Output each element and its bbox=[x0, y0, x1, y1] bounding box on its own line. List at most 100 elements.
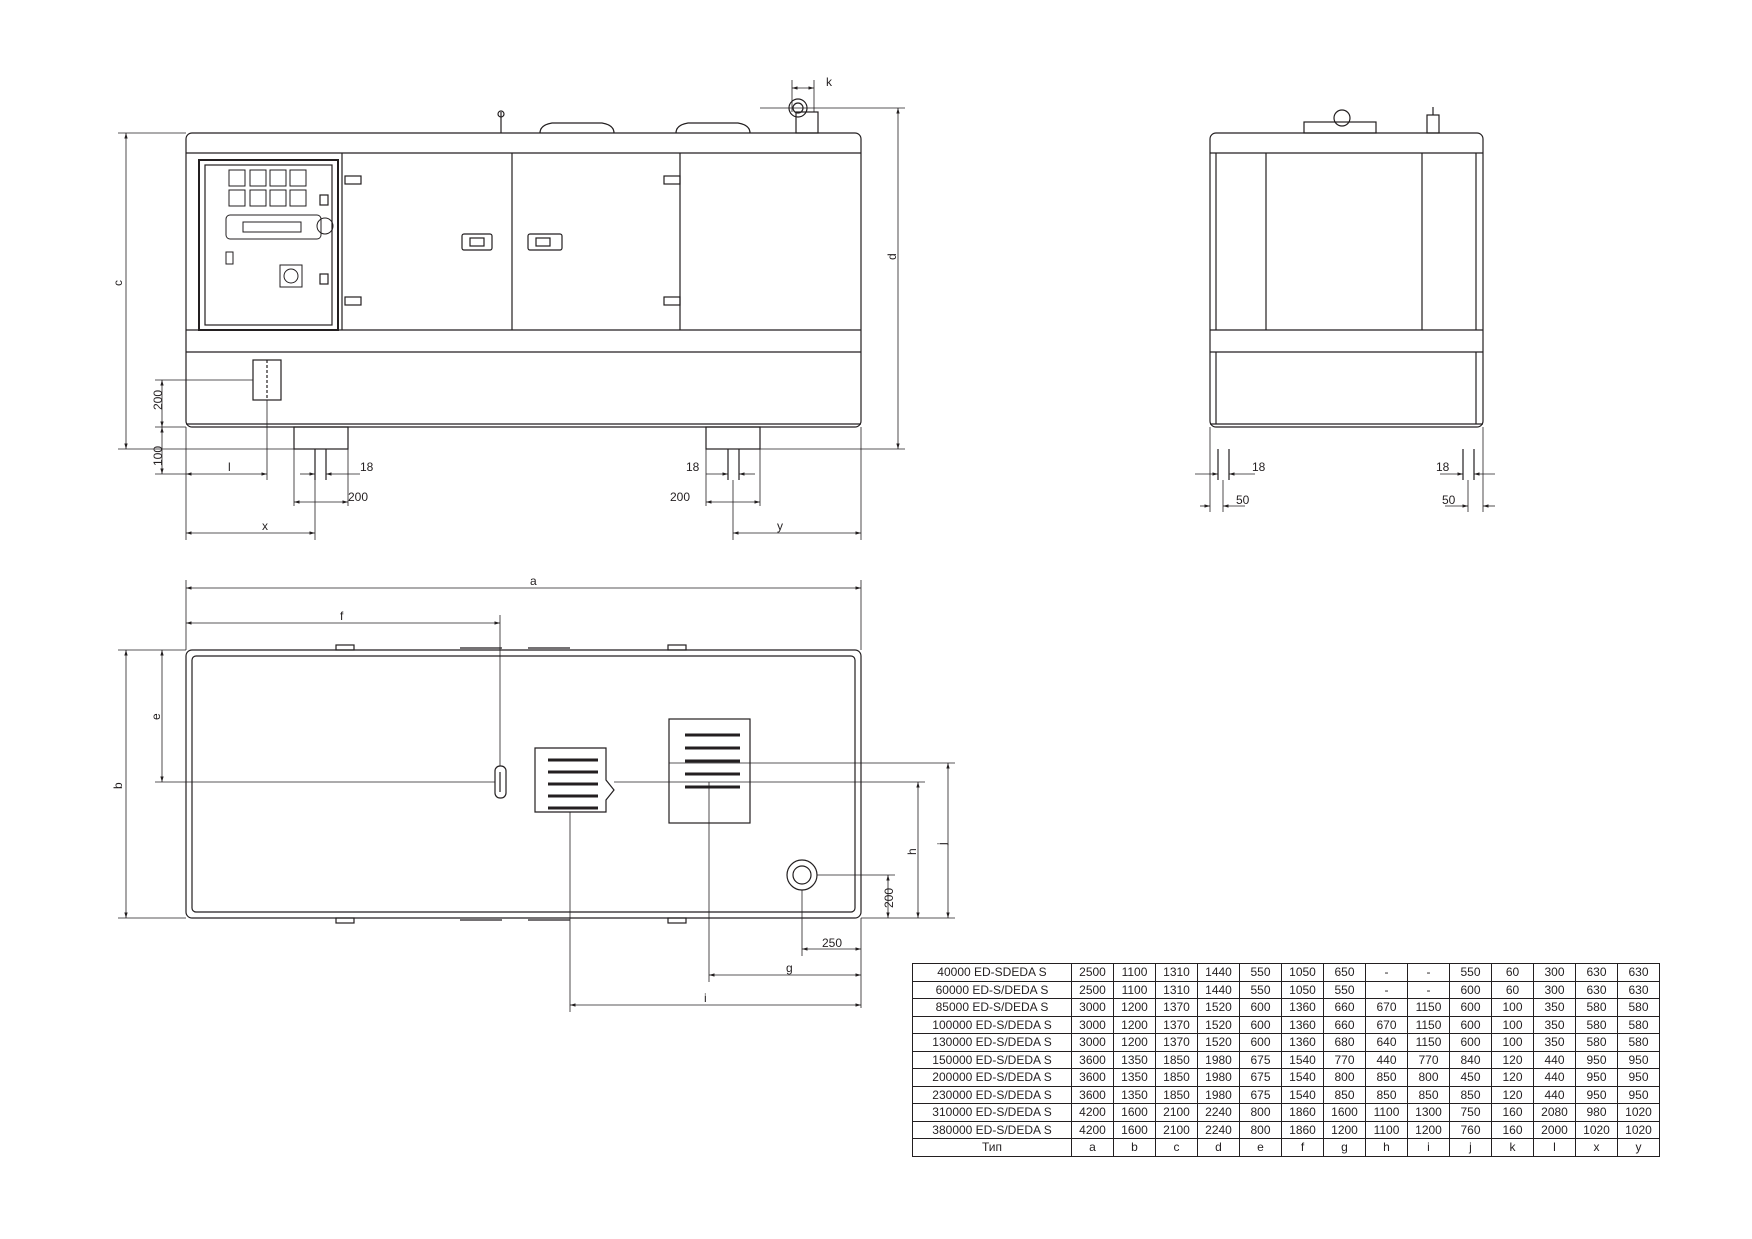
value-cell: 1980 bbox=[1197, 1050, 1240, 1069]
value-cell: 580 bbox=[1617, 998, 1660, 1017]
model-cell: 380000 ED-S/DEDA S bbox=[912, 1120, 1072, 1139]
value-cell: 1860 bbox=[1281, 1103, 1324, 1122]
value-cell: 100 bbox=[1491, 1015, 1534, 1034]
label-j: j bbox=[935, 842, 949, 846]
value-cell: 675 bbox=[1239, 1050, 1282, 1069]
value-cell: 1200 bbox=[1323, 1120, 1366, 1139]
value-cell: 980 bbox=[1575, 1103, 1618, 1122]
value-cell: 2240 bbox=[1197, 1120, 1240, 1139]
value-cell: 770 bbox=[1407, 1050, 1450, 1069]
header-column-cell: i bbox=[1407, 1138, 1450, 1157]
label-g: g bbox=[786, 961, 793, 975]
header-column-cell: d bbox=[1197, 1138, 1240, 1157]
header-column-cell: f bbox=[1281, 1138, 1324, 1157]
value-cell: 580 bbox=[1575, 998, 1618, 1017]
value-cell: 1100 bbox=[1365, 1120, 1408, 1139]
header-column-cell: j bbox=[1449, 1138, 1492, 1157]
top-dimensions bbox=[118, 580, 955, 1012]
value-cell: 630 bbox=[1617, 980, 1660, 999]
header-column-cell: b bbox=[1113, 1138, 1156, 1157]
value-cell: 950 bbox=[1575, 1050, 1618, 1069]
side-view bbox=[1209, 107, 1484, 480]
value-cell: 440 bbox=[1533, 1068, 1576, 1087]
model-cell: 200000 ED-S/DEDA S bbox=[912, 1068, 1072, 1087]
value-cell: 950 bbox=[1617, 1050, 1660, 1069]
value-cell: 550 bbox=[1323, 980, 1366, 999]
value-cell: 120 bbox=[1491, 1068, 1534, 1087]
label-200-front-left: 200 bbox=[348, 490, 368, 504]
value-cell: 1520 bbox=[1197, 1033, 1240, 1052]
label-200-front: 200 bbox=[151, 390, 165, 410]
value-cell: 750 bbox=[1449, 1103, 1492, 1122]
header-column-cell: a bbox=[1071, 1138, 1114, 1157]
value-cell: 580 bbox=[1575, 1015, 1618, 1034]
value-cell: 850 bbox=[1365, 1068, 1408, 1087]
label-50-side-right: 50 bbox=[1442, 493, 1456, 507]
value-cell: 60 bbox=[1491, 963, 1534, 982]
value-cell: 1310 bbox=[1155, 963, 1198, 982]
value-cell: 1350 bbox=[1113, 1068, 1156, 1087]
value-cell: 1980 bbox=[1197, 1085, 1240, 1104]
value-cell: 1980 bbox=[1197, 1068, 1240, 1087]
value-cell: 950 bbox=[1617, 1068, 1660, 1087]
value-cell: 120 bbox=[1491, 1050, 1534, 1069]
value-cell: 3600 bbox=[1071, 1068, 1114, 1087]
front-view bbox=[185, 98, 862, 480]
value-cell: 1310 bbox=[1155, 980, 1198, 999]
value-cell: 1150 bbox=[1407, 1015, 1450, 1034]
value-cell: 670 bbox=[1365, 998, 1408, 1017]
header-column-cell: e bbox=[1239, 1138, 1282, 1157]
side-dimensions bbox=[1195, 427, 1495, 512]
label-a: a bbox=[530, 574, 537, 588]
value-cell: 1540 bbox=[1281, 1050, 1324, 1069]
value-cell: 640 bbox=[1365, 1033, 1408, 1052]
value-cell: 1200 bbox=[1113, 998, 1156, 1017]
label-c: c bbox=[111, 280, 125, 286]
front-dimension-labels: c d k 200 100 l 18 200 x 18 200 y bbox=[111, 75, 899, 533]
label-k: k bbox=[826, 75, 833, 89]
value-cell: 850 bbox=[1323, 1085, 1366, 1104]
value-cell: 2100 bbox=[1155, 1103, 1198, 1122]
value-cell: 1350 bbox=[1113, 1050, 1156, 1069]
value-cell: 600 bbox=[1449, 1015, 1492, 1034]
value-cell: 850 bbox=[1449, 1085, 1492, 1104]
value-cell: 630 bbox=[1575, 963, 1618, 982]
header-column-cell: g bbox=[1323, 1138, 1366, 1157]
front-dimensions bbox=[118, 80, 905, 540]
model-cell: 85000 ED-S/DEDA S bbox=[912, 998, 1072, 1017]
value-cell: 4200 bbox=[1071, 1120, 1114, 1139]
value-cell: 1850 bbox=[1155, 1050, 1198, 1069]
value-cell: 3000 bbox=[1071, 1015, 1114, 1034]
value-cell: 1360 bbox=[1281, 1033, 1324, 1052]
value-cell: 1520 bbox=[1197, 998, 1240, 1017]
value-cell: 800 bbox=[1407, 1068, 1450, 1087]
value-cell: 660 bbox=[1323, 998, 1366, 1017]
value-cell: 670 bbox=[1365, 1015, 1408, 1034]
value-cell: 1600 bbox=[1113, 1103, 1156, 1122]
value-cell: 850 bbox=[1407, 1085, 1450, 1104]
top-dimension-labels: a f b e h j 200 250 g i bbox=[111, 574, 949, 1005]
value-cell: 300 bbox=[1533, 963, 1576, 982]
value-cell: 450 bbox=[1449, 1068, 1492, 1087]
value-cell: 600 bbox=[1449, 980, 1492, 999]
value-cell: 760 bbox=[1449, 1120, 1492, 1139]
value-cell: 350 bbox=[1533, 1015, 1576, 1034]
value-cell: 2080 bbox=[1533, 1103, 1576, 1122]
value-cell: 1540 bbox=[1281, 1068, 1324, 1087]
value-cell: 1370 bbox=[1155, 1033, 1198, 1052]
value-cell: 680 bbox=[1323, 1033, 1366, 1052]
value-cell: 60 bbox=[1491, 980, 1534, 999]
label-h: h bbox=[905, 848, 919, 855]
value-cell: 840 bbox=[1449, 1050, 1492, 1069]
value-cell: 1020 bbox=[1617, 1103, 1660, 1122]
value-cell: 1360 bbox=[1281, 998, 1324, 1017]
value-cell: - bbox=[1365, 963, 1408, 982]
